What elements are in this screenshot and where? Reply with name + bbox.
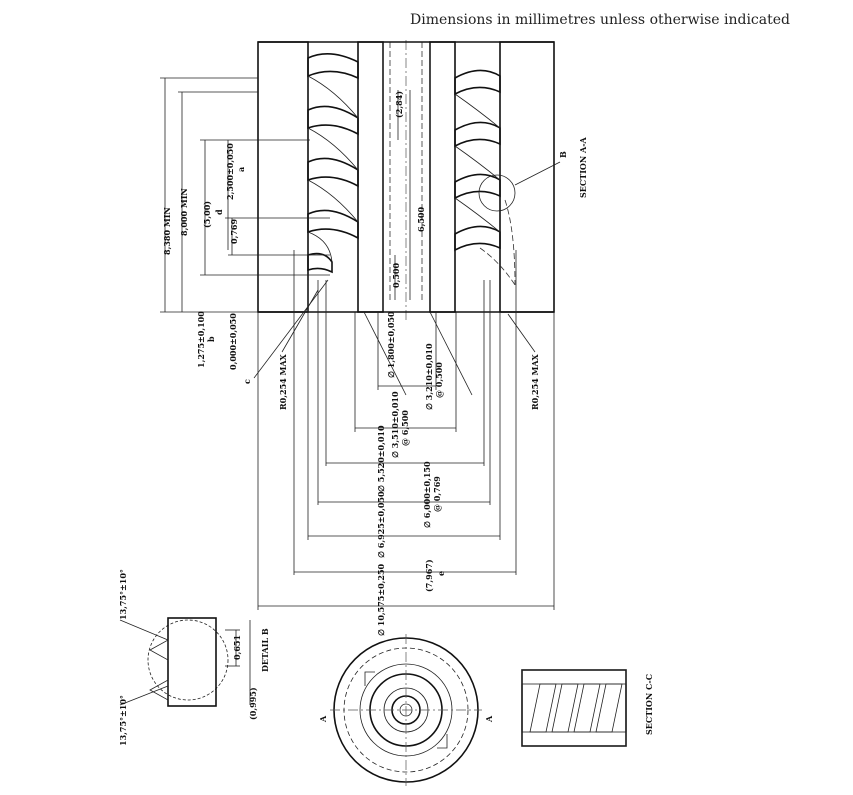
dia-3210-at: @ 0,500 [434,362,444,398]
section-aa-view: B SECTION A-A (2,84) 6,500 0,500 [257,40,588,320]
dim-8000: 8,000 MIN [179,188,189,236]
detail-b-circle [478,174,516,212]
dia-6000: ∅ 6,000±0,150 [422,461,432,528]
dim-1275: 1,275±0,100 [196,311,206,368]
dim-500-letter: d [214,209,224,215]
header-note: Dimensions in millimetres unless otherwi… [410,12,790,28]
left-dimension-chain: 8,380 MIN 8,000 MIN (5,00) d 2,500±0,050… [160,77,330,410]
thread-left [307,53,359,274]
dia-6925: ∅ 6,925±0,050 [376,491,386,558]
dim-1275-letter: b [206,336,216,342]
dim-7967: (7,967) [424,559,434,592]
detail-dim-0995: (0,995) [248,687,258,720]
dia-1800: ∅ 1,800±0,050 [386,311,396,378]
left-wall-hatch [257,41,309,313]
dim-6500: 6,500 [416,207,426,232]
dia-3210: ∅ 3,210±0,010 [424,343,434,410]
section-aa-label: SECTION A-A [578,136,588,198]
dim-500: (5,00) [202,201,212,228]
section-cc-label: SECTION C-C [644,674,654,735]
dim-284: (2,84) [394,91,404,118]
dim-0500: 0,500 [391,263,401,288]
dia-5520: ∅ 5,520±0,010 [376,425,386,492]
dim-7967-letter: e [436,571,446,576]
section-a-right-marker: A [484,715,494,723]
c-marker: c [242,379,252,384]
diameter-dimensions: ∅ 1,800±0,050 ∅ 3,210±0,010 @ 0,500 ∅ 3,… [257,250,555,636]
dia-3510-at: @ 6,500 [400,410,410,446]
detail-dim-0651: 0,651 [232,635,242,660]
inner-tube-right [429,41,456,313]
detail-angle-top: 13,75°±10° [118,569,128,620]
right-wall-hatch [499,41,555,313]
thread-right [454,69,516,286]
inner-tube-left [357,41,384,313]
detail-b-view: 13,75°±10° 13,75°±10° 0,651 DETAIL B (0,… [118,569,270,746]
detail-b-callout: B [558,151,568,158]
dim-0769: 0,769 [229,219,239,244]
radius-right: R0,254 MAX [530,353,540,410]
dim-8380: 8,380 MIN [162,207,172,255]
detail-b-label: DETAIL B [260,628,270,672]
section-cc-view: SECTION C-C [521,669,654,747]
section-a-left-marker: A [318,715,328,723]
end-view: A A [318,634,494,786]
detail-angle-bottom: 13,75°±10° [118,695,128,746]
dim-0000: 0,000±0,050 [228,313,238,370]
dia-3510: ∅ 3,510±0,010 [390,391,400,458]
dia-6000-at: @ 0,769 [432,476,442,512]
dim-2500: 2,500±0,050 [225,143,235,200]
radius-left: R0,254 MAX [278,353,288,410]
dim-2500-letter: a [236,167,246,172]
dia-10575: ∅ 10,575±0,250 [376,563,386,636]
